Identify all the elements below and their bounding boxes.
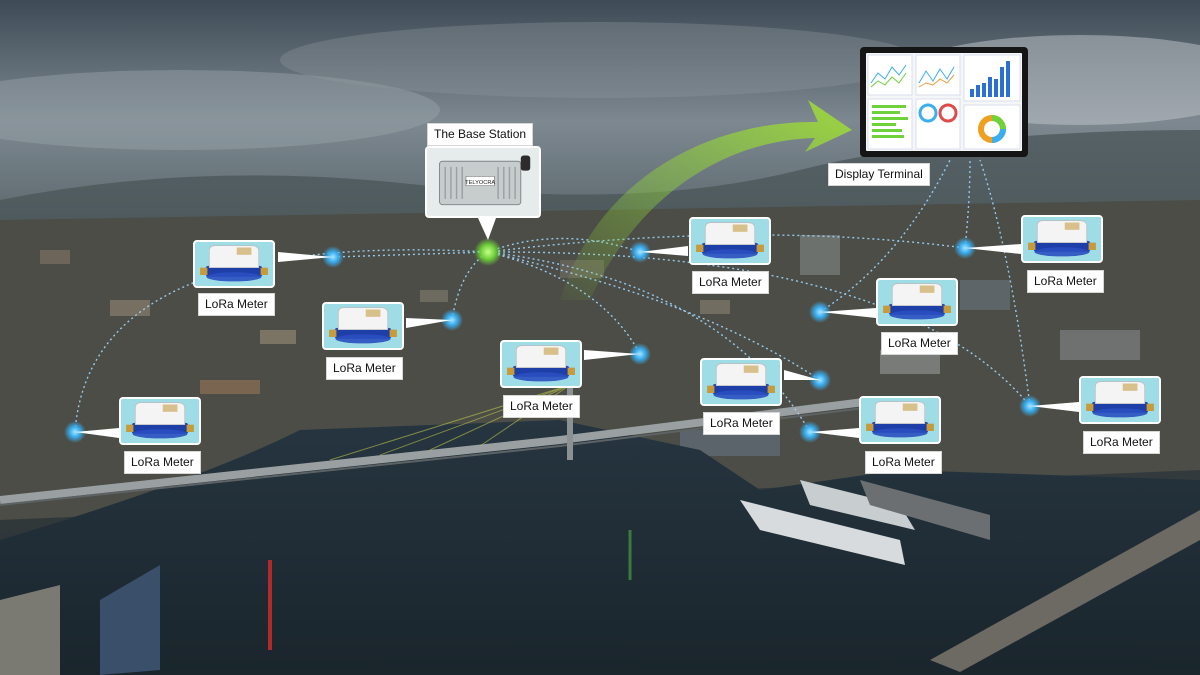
lora-meter-device: [119, 397, 201, 445]
lora-meter-label: LoRa Meter: [1083, 431, 1160, 454]
lora-meter-label: LoRa Meter: [124, 451, 201, 474]
water-meter-icon: [707, 363, 775, 400]
lora-meter-device: [1079, 376, 1161, 424]
water-meter-icon: [696, 222, 764, 259]
water-meter-icon: [1028, 220, 1096, 257]
lora-meter-device: [700, 358, 782, 406]
lora-meter-device: [689, 217, 771, 265]
lora-meter-label: LoRa Meter: [703, 412, 780, 435]
dashboard-thumbnail: [867, 54, 1021, 150]
display-terminal-label: Display Terminal: [828, 163, 930, 186]
lora-meter-device: [876, 278, 958, 326]
lora-meter-label: LoRa Meter: [881, 332, 958, 355]
lora-meter-device: [859, 396, 941, 444]
base-station-label: The Base Station: [427, 123, 534, 146]
water-meter-icon: [1086, 381, 1154, 418]
lora-meter-device: [500, 340, 582, 388]
water-meter-icon: [126, 402, 194, 439]
lora-meter-label: LoRa Meter: [326, 357, 403, 380]
display-terminal-monitor: [860, 47, 1028, 157]
water-meter-icon: [866, 401, 934, 438]
lora-meter-label: LoRa Meter: [692, 271, 769, 294]
lora-meter-device: [193, 240, 275, 288]
water-meter-icon: [507, 345, 575, 382]
lora-meter-label: LoRa Meter: [1027, 270, 1104, 293]
lora-meter-label: LoRa Meter: [198, 293, 275, 316]
base-station-device: TELYOCRA: [425, 146, 541, 218]
lora-meter-label: LoRa Meter: [865, 451, 942, 474]
water-meter-icon: [883, 283, 951, 320]
base-station-icon: TELYOCRA: [439, 155, 531, 206]
lora-meter-device: [322, 302, 404, 350]
device-brand-text: TELYOCRA: [465, 180, 495, 186]
dashboard-screen: [866, 53, 1022, 151]
lora-meter-device: [1021, 215, 1103, 263]
water-meter-icon: [200, 245, 268, 282]
water-meter-icon: [329, 307, 397, 344]
lora-meter-label: LoRa Meter: [503, 395, 580, 418]
